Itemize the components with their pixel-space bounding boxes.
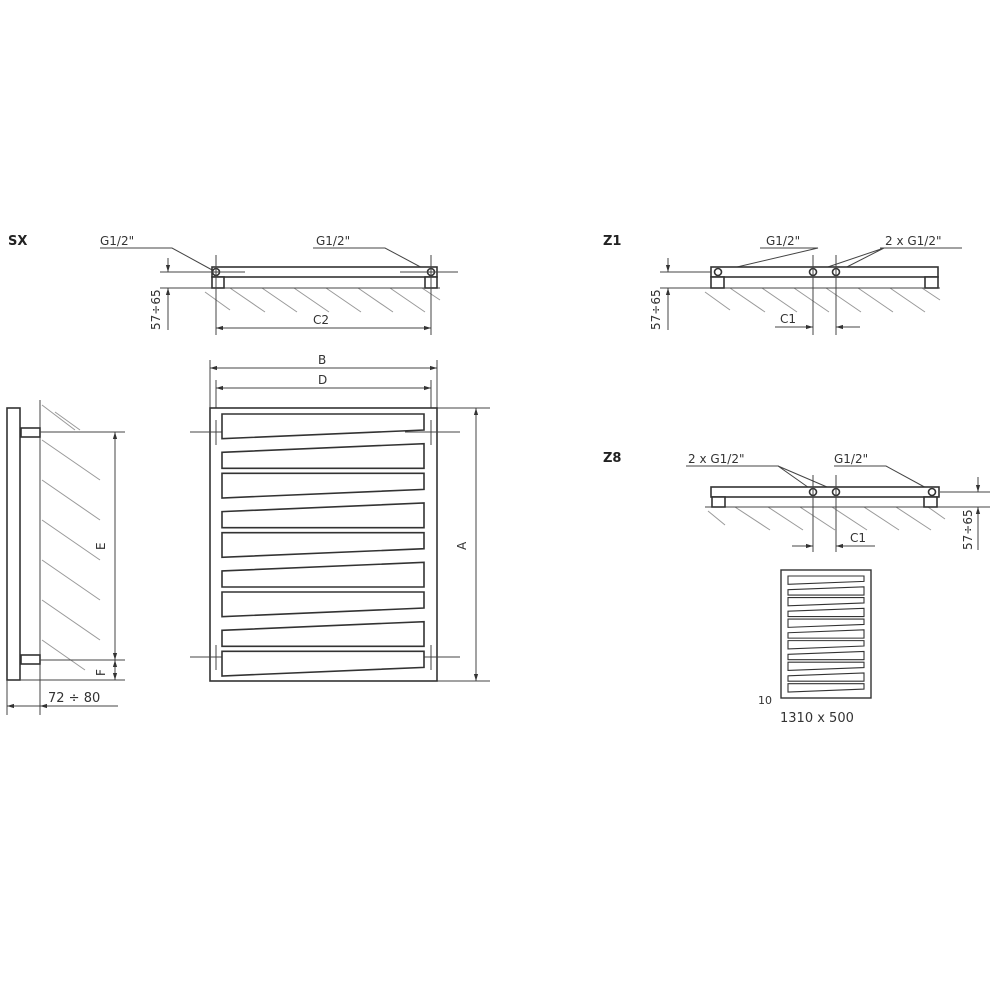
z8-pipe: [710, 486, 940, 498]
thumbnail-radiator-bar: [787, 607, 865, 618]
thumbnail-radiator-bar: [787, 629, 865, 639]
thumbnail-radiator-bar: [787, 683, 865, 693]
thumbnail-radiator-bar: [787, 596, 865, 607]
front-radiator-bar: [221, 531, 425, 559]
z8-label: Z8: [603, 451, 621, 466]
z1-spacing-dim: C1: [780, 312, 796, 326]
z1-pipe: [710, 266, 939, 278]
z1-height-dim: 57÷65: [649, 289, 663, 330]
sx-conn-left-label: G1/2": [100, 234, 134, 248]
side-bottom-dim: F: [94, 669, 108, 676]
side-radiator-profile: [6, 407, 21, 681]
z1-view: Z1 G1/2" 2 x G1/2" 57÷65 C1: [603, 234, 962, 335]
z1-label: Z1: [603, 234, 621, 249]
z8-spacing-dim: C1: [850, 531, 866, 545]
front-width-dim: B: [318, 353, 326, 367]
z8-conn-single-label: G1/2": [834, 452, 868, 466]
front-radiator-bar: [221, 442, 425, 470]
side-view: E F 72 ÷ 80: [6, 400, 125, 715]
thumbnail-radiator-bar: [787, 661, 865, 672]
thumbnail-radiator-bar: [787, 586, 865, 596]
front-radiator-bar: [221, 591, 425, 618]
thumbnail-radiator-bar: [787, 650, 865, 661]
sx-spacing-dim: C2: [313, 313, 329, 327]
front-radiator-bar: [221, 413, 425, 440]
z8-view: Z8 2 x G1/2" G1/2" 57÷65 C1 10 1310 x 50…: [603, 451, 990, 726]
z1-conn-double-label: 2 x G1/2": [885, 234, 942, 248]
z8-conn-double-label: 2 x G1/2": [688, 452, 745, 466]
z8-height-dim: 57÷65: [961, 509, 975, 550]
front-inner-width-dim: D: [318, 373, 327, 387]
front-view: B D A: [190, 353, 490, 682]
sx-conn-right-label: G1/2": [316, 234, 350, 248]
sx-height-dim: 57÷65: [149, 289, 163, 330]
front-radiator-bar: [221, 650, 425, 677]
sx-view: SX G1/2" G1/2" 57÷65 C2: [8, 234, 458, 335]
thumbnail-radiator-bar: [787, 575, 865, 585]
front-radiator-bar: [221, 502, 425, 529]
front-radiator-bar: [221, 561, 425, 588]
front-radiator-bar: [221, 620, 425, 648]
z8-size: 1310 x 500: [780, 711, 854, 726]
sx-label: SX: [8, 234, 27, 249]
front-height-dim: A: [455, 541, 469, 550]
thumbnail-radiator-bar: [787, 672, 865, 682]
side-depth-dim: 72 ÷ 80: [48, 691, 100, 706]
thumbnail-radiator-bar: [787, 640, 865, 650]
z8-bar-count: 10: [758, 694, 772, 707]
z8-thumbnail: [780, 569, 872, 699]
side-axis-dim: E: [94, 542, 108, 550]
sx-wall-hatch: [204, 287, 441, 313]
thumbnail-radiator-bar: [787, 618, 865, 628]
front-radiator-bar: [221, 472, 425, 499]
z1-conn-single-label: G1/2": [766, 234, 800, 248]
